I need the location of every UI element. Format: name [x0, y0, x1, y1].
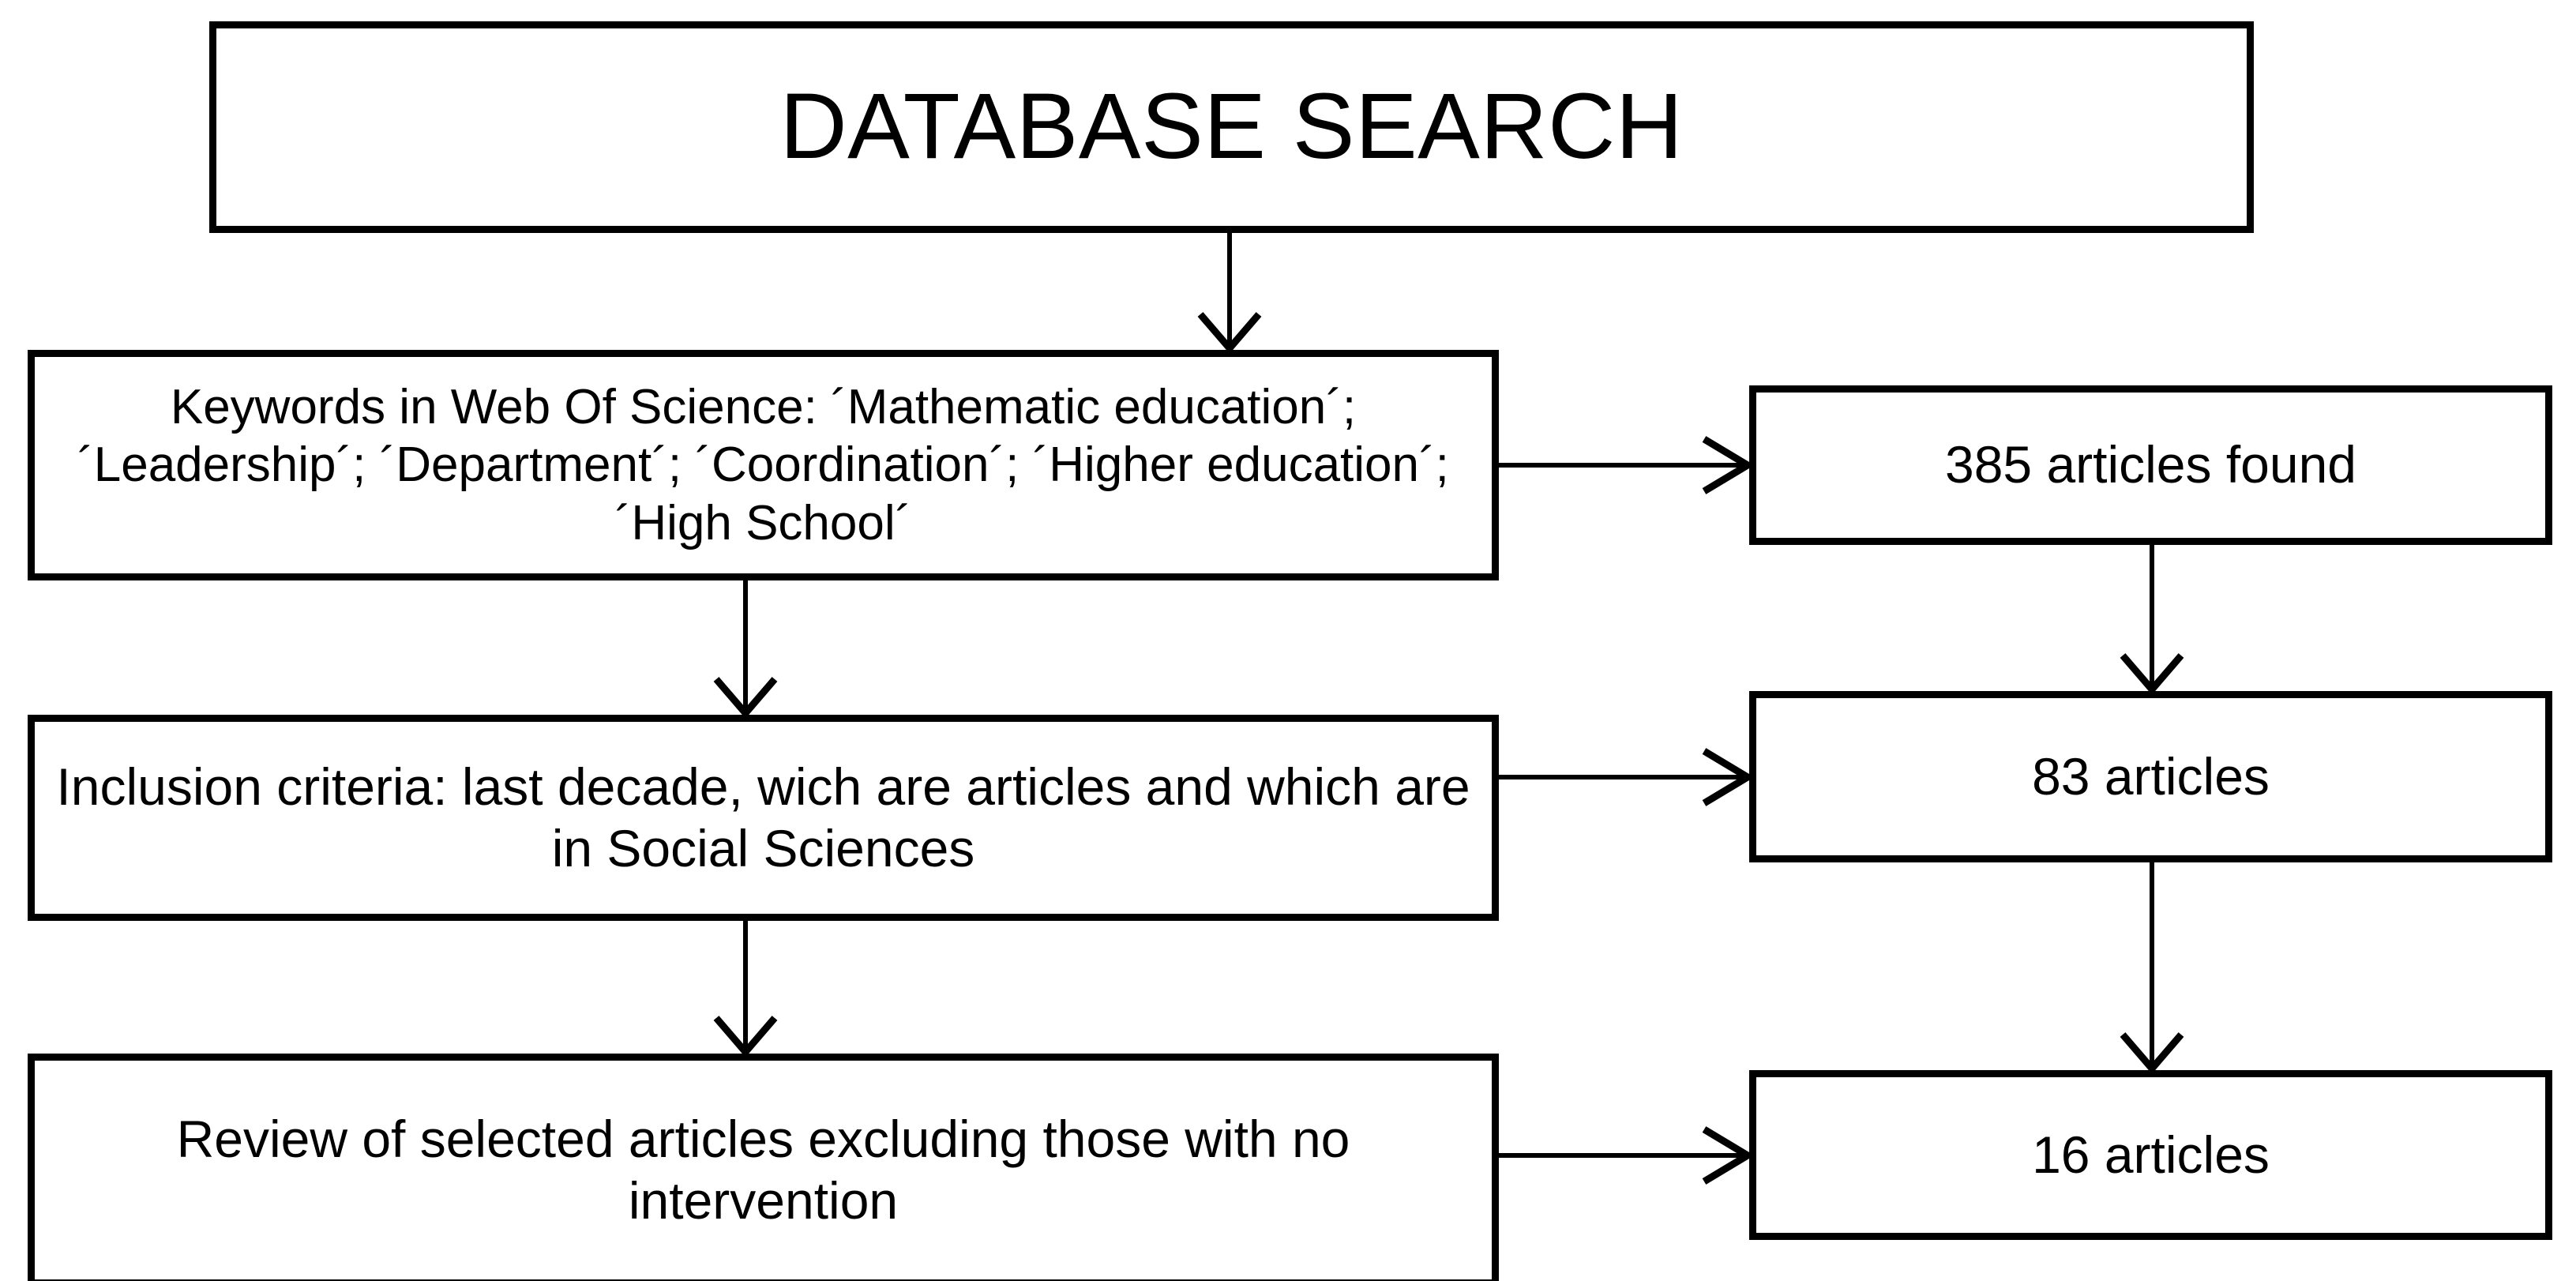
node-articles-found[interactable]: 385 articles found — [1749, 385, 2552, 545]
node-database-search[interactable]: DATABASE SEARCH — [209, 21, 2254, 233]
edge-inclusion-to-review — [713, 921, 778, 1057]
edge-inclusion-to-articles-83 — [1499, 748, 1755, 806]
node-review-label: Review of selected articles excluding th… — [176, 1109, 1350, 1230]
edge-articles-83-to-articles-16 — [2120, 862, 2184, 1074]
node-database-search-label: DATABASE SEARCH — [779, 74, 1684, 179]
node-articles-16[interactable]: 16 articles — [1749, 1070, 2552, 1240]
node-keywords[interactable]: Keywords in Web Of Science: ´Mathematic … — [28, 350, 1499, 580]
edge-keywords-to-articles-found — [1499, 436, 1755, 494]
node-articles-83-label: 83 articles — [2032, 746, 2270, 806]
node-review[interactable]: Review of selected articles excluding th… — [28, 1054, 1499, 1281]
node-articles-found-label: 385 articles found — [1944, 435, 2356, 494]
node-articles-83[interactable]: 83 articles — [1749, 691, 2552, 862]
edge-articles-found-to-articles-83 — [2120, 545, 2184, 695]
node-inclusion-criteria[interactable]: Inclusion criteria: last decade, wich ar… — [28, 715, 1499, 921]
node-articles-16-label: 16 articles — [2032, 1125, 2270, 1184]
edge-keywords-to-inclusion — [713, 580, 778, 719]
node-keywords-label: Keywords in Web Of Science: ´Mathematic … — [77, 380, 1449, 550]
edge-database-search-to-keywords — [1197, 233, 1262, 354]
node-inclusion-criteria-label: Inclusion criteria: last decade, wich ar… — [56, 757, 1470, 877]
edge-review-to-articles-16 — [1499, 1126, 1755, 1185]
